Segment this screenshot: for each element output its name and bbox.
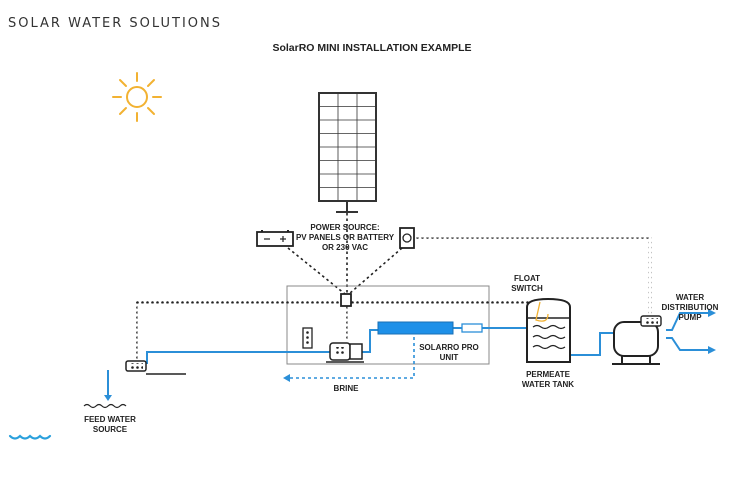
distribution-pump-icon	[640, 315, 662, 327]
distribution-pump-label-3: PUMP	[678, 313, 702, 322]
float-switch-label-2: SWITCH	[511, 284, 543, 293]
solarro-unit-label-2: UNIT	[440, 353, 459, 362]
power-source-label-2: PV PANELS OR BATTERY	[296, 233, 395, 242]
brine-arrow	[283, 374, 290, 382]
distribution-pump-label-2: DISTRIBUTION	[662, 303, 719, 312]
battery-icon	[256, 230, 294, 247]
power-source-label-1: POWER SOURCE:	[310, 223, 379, 232]
sun-icon	[112, 72, 162, 122]
distribution-tank-icon	[612, 321, 660, 365]
permeate-tank-label-2: WATER TANK	[522, 380, 574, 389]
solar-panel-icon	[318, 92, 377, 213]
ro-pump-icon	[326, 342, 364, 363]
permeate-tank-label-1: PERMEATE	[526, 370, 571, 379]
solarro-unit-label-1: SOLARRO PRO	[419, 343, 479, 352]
diagram-title: SolarRO MINI INSTALLATION EXAMPLE	[272, 42, 472, 54]
feed-water-label-2: SOURCE	[93, 425, 128, 434]
float-switch-label-1: FLOAT	[514, 274, 540, 283]
solarro-unit-box	[286, 285, 490, 365]
feed-water-surface	[83, 403, 127, 409]
electrical-wires	[134, 237, 652, 363]
brine-label: BRINE	[334, 384, 360, 393]
wave-logo-icon	[8, 434, 52, 440]
power-outlet-icon	[399, 227, 415, 249]
power-source-label-3: OR 230 VAC	[322, 243, 368, 252]
permeate-tank-icon	[526, 297, 571, 363]
flow-restrictor-icon	[461, 323, 483, 333]
controller-icon	[340, 293, 352, 307]
feed-pump-icon	[125, 360, 186, 375]
brine-line	[288, 337, 415, 379]
membrane-icon	[377, 321, 454, 335]
feed-water-label-1: FEED WATER	[84, 415, 136, 424]
brand-title: SOLAR WATER SOLUTIONS	[8, 16, 223, 31]
distribution-pump-label-1: WATER	[676, 293, 705, 302]
prefilter-icon	[302, 327, 313, 349]
